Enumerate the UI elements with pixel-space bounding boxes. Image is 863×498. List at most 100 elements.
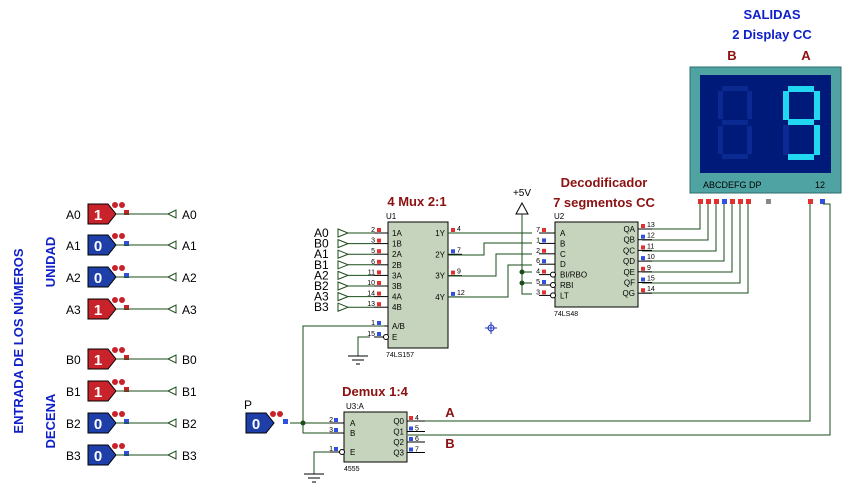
demux-title: Demux 1:4 (342, 384, 409, 399)
pin-label: QF (624, 279, 635, 288)
select-input-p: P0 (244, 398, 288, 434)
pin-state-marker (377, 249, 381, 254)
terminal-arrow-icon (337, 281, 350, 291)
pin-number: 2 (536, 248, 540, 255)
mux-ref: U1 (386, 212, 397, 221)
input-toggle-button[interactable] (87, 412, 117, 434)
input-value: 0 (94, 416, 102, 433)
pin-label: 3B (392, 282, 402, 291)
pin-state-marker (377, 321, 381, 325)
pin-number: 10 (647, 254, 655, 261)
probe-arrow-icon (166, 450, 177, 460)
pin-label: A (350, 419, 356, 428)
pin-label: A (560, 229, 566, 238)
pin-inversion-bubble (550, 282, 556, 288)
pin-label: QD (623, 257, 635, 266)
terminal-arrow-icon (337, 249, 350, 259)
input-value: 0 (94, 270, 102, 287)
probe-label: A2 (182, 271, 197, 285)
pin-state-marker (542, 269, 546, 274)
pin-state-marker (377, 270, 381, 275)
terminal-label: A0 (314, 226, 329, 240)
input-toggle-button[interactable] (87, 266, 117, 288)
ground-mux (348, 355, 368, 365)
input-value: 1 (94, 352, 102, 369)
pin-number: 6 (415, 436, 419, 443)
crosshair-icon (485, 322, 497, 334)
demux-out-b-label: B (445, 436, 454, 451)
input-name: B3 (66, 449, 81, 463)
input-toggle-button[interactable] (87, 203, 117, 225)
entrada-label: ENTRADA DE LOS NÚMEROS (11, 248, 26, 433)
input-name: A3 (66, 303, 81, 317)
state-led-icon (112, 202, 118, 208)
pin-state-marker (377, 332, 381, 336)
pin-state-marker (124, 273, 129, 278)
pin-state-marker (542, 238, 546, 243)
pin-number: 6 (371, 259, 375, 266)
pin-state-marker (451, 228, 455, 232)
input-toggle-button[interactable] (87, 444, 117, 466)
pin-number: 15 (367, 331, 375, 338)
input-value: 0 (94, 238, 102, 255)
state-led-icon (119, 411, 125, 417)
input-name: A1 (66, 239, 81, 253)
input-name: B1 (66, 385, 81, 399)
pin-state-marker (641, 266, 645, 271)
probe-label: B3 (182, 449, 197, 463)
state-led-icon (112, 411, 118, 417)
input-toggle-button[interactable] (245, 412, 275, 434)
input-name: A2 (66, 271, 81, 285)
input-toggle-button[interactable] (87, 298, 117, 320)
input-toggle-button[interactable] (87, 380, 117, 402)
digit-b-segments (718, 86, 752, 159)
state-led-icon (119, 379, 125, 385)
logic-state-p[interactable]: P0 (244, 398, 288, 434)
pin-state-marker (641, 256, 645, 261)
pin-state-marker (641, 245, 645, 250)
terminal-label: B2 (314, 279, 329, 293)
state-led-icon (277, 411, 283, 417)
input-toggle-button[interactable] (87, 348, 117, 370)
display-title: 2 Display CC (732, 27, 812, 42)
vcc-label: +5V (513, 188, 531, 199)
probe-arrow-icon (166, 240, 177, 250)
pin-inversion-bubble (550, 292, 556, 299)
pin-inversion-bubble (339, 449, 345, 455)
junction-p (300, 420, 306, 426)
pin-number: 5 (371, 248, 375, 255)
input-name: B0 (66, 353, 81, 367)
pin-label: 1Y (435, 229, 445, 238)
pin-label: 1B (392, 240, 402, 249)
pin-number: 7 (415, 447, 419, 454)
pin-number: 12 (457, 290, 465, 297)
pin-state-marker (409, 447, 413, 452)
input-name: P (244, 398, 252, 412)
pin-label: 2Y (435, 250, 445, 259)
pin-state-marker (124, 305, 129, 310)
vcc-arrow-icon (515, 201, 529, 215)
state-led-icon (112, 347, 118, 353)
pin-number: 1 (329, 446, 333, 453)
pin-label: 3A (392, 271, 402, 280)
state-led-icon (270, 411, 276, 417)
pin-state-marker (409, 426, 413, 431)
pin-number: 13 (647, 222, 655, 229)
pin-label: QA (623, 225, 635, 234)
state-led-icon (119, 233, 125, 239)
pin-state-marker (641, 234, 645, 239)
pin-state-marker (334, 418, 338, 422)
probe-arrow-icon (166, 272, 177, 282)
logic-state-a2[interactable]: A2 0 A2 (66, 265, 197, 288)
state-led-icon (112, 297, 118, 303)
input-toggle-button[interactable] (87, 234, 117, 256)
